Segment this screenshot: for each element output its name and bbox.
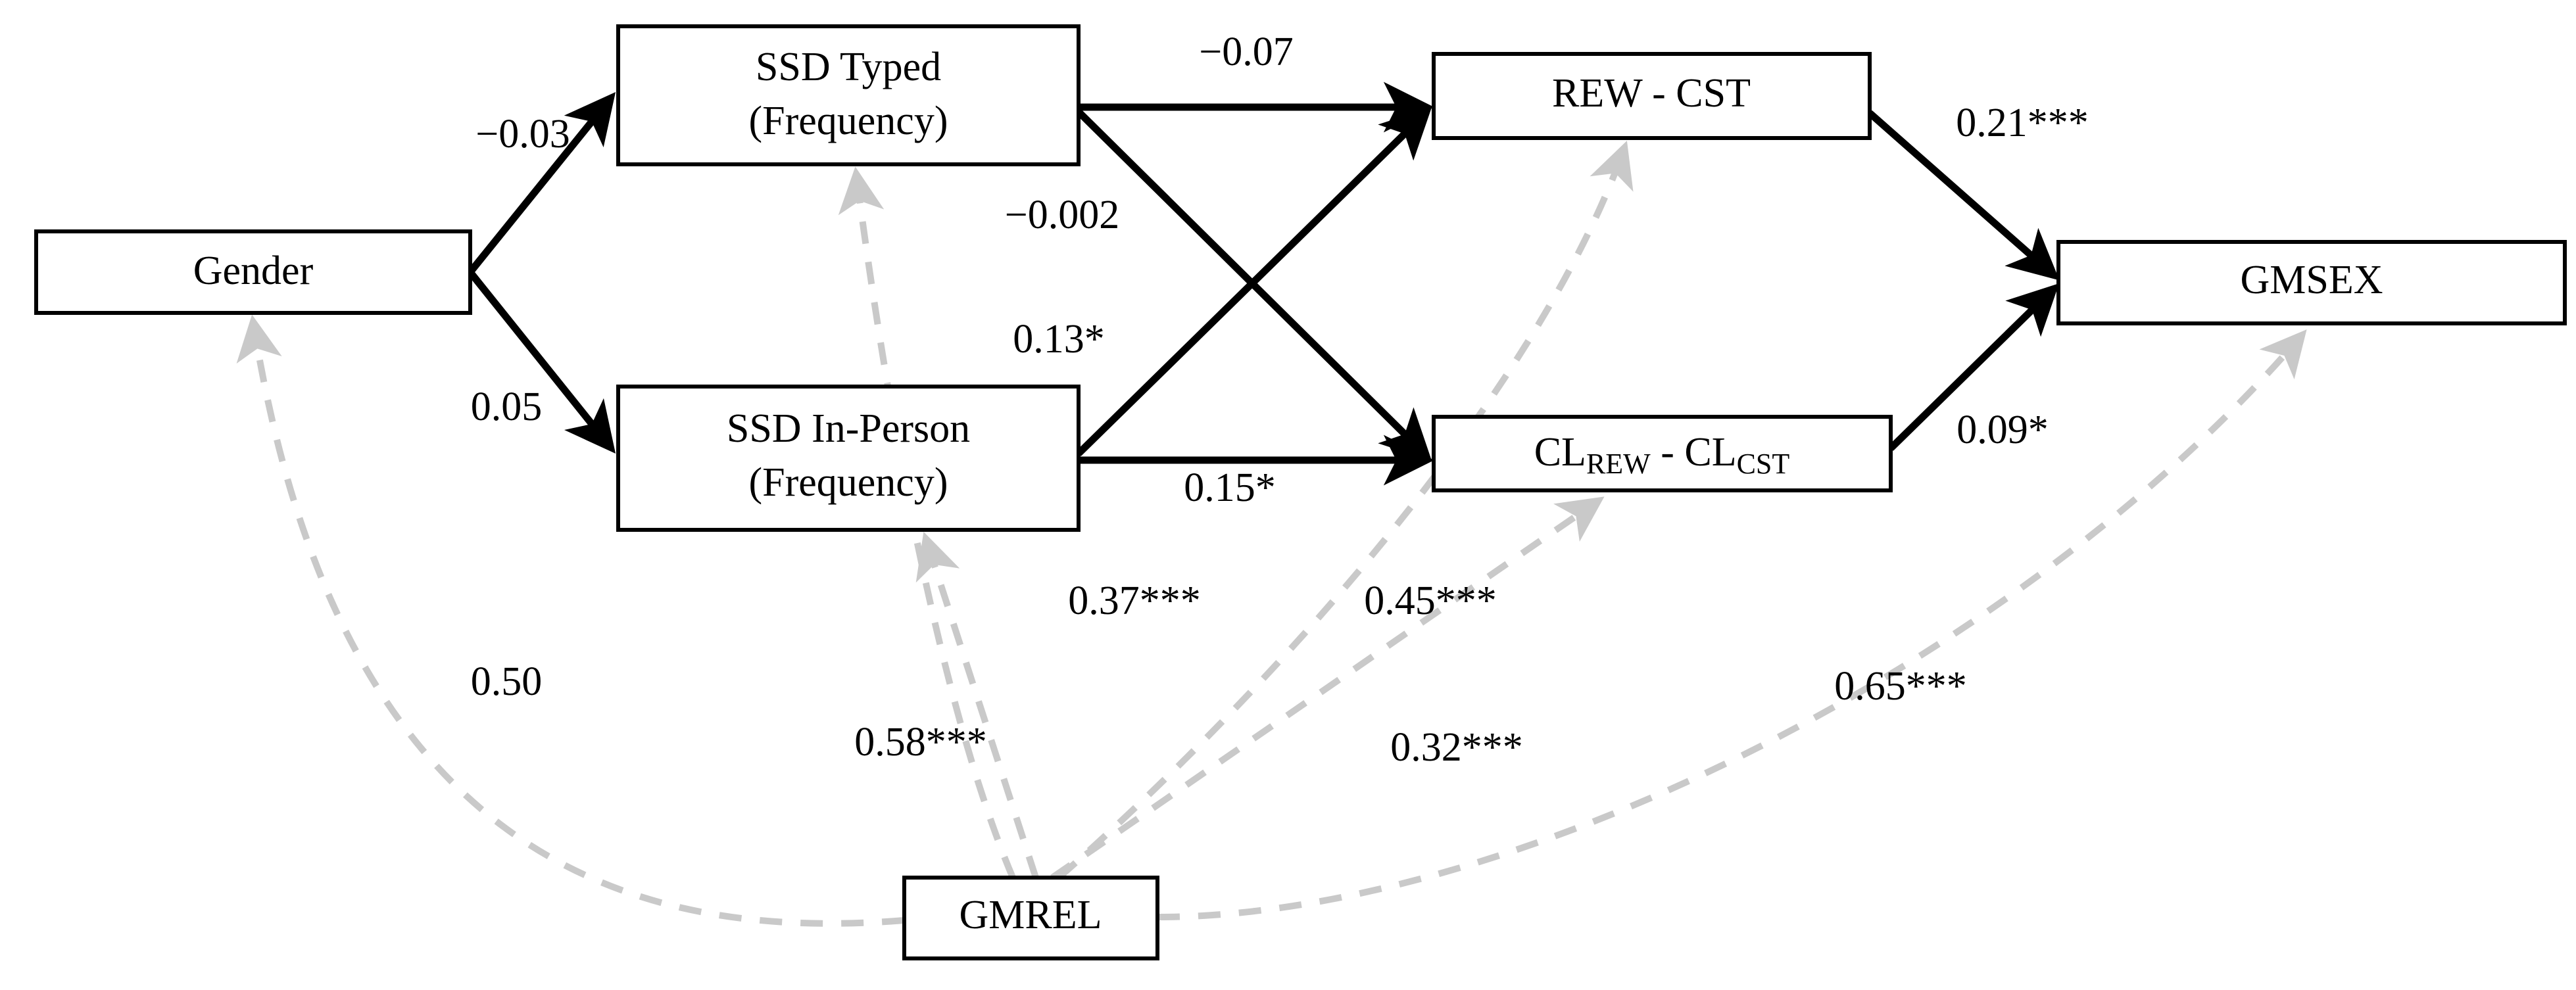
edge-labels-group: −0.03 0.05 −0.07 −0.002 0.13* 0.15* 0.21… [471, 30, 2089, 770]
node-cl-diff-label: CLREW - CLCST [1534, 430, 1790, 480]
solid-edges-group [467, 82, 2060, 486]
node-cl-diff-subscript-cst: CST [1737, 448, 1790, 480]
node-rew-cst-label: REW - CST [1552, 71, 1751, 116]
node-gmsex[interactable]: GMSEX [2056, 240, 2567, 325]
node-ssd-inperson[interactable]: SSD In-Person (Frequency) [616, 385, 1081, 532]
node-cl-diff-subscript-rew: REW [1586, 448, 1651, 480]
edge-label-ssd-typed-to-cl-diff: −0.002 [1005, 193, 1119, 237]
edge-gmrel-to-cl-diff [1050, 496, 1605, 881]
node-cl-diff-middle: - CL [1651, 430, 1737, 475]
node-ssd-inperson-label: SSD In-Person [727, 406, 970, 451]
edge-label-gmrel-to-cl-diff: 0.32*** [1390, 725, 1523, 770]
edge-label-ssd-inperson-to-cl-diff: 0.15* [1184, 465, 1276, 510]
edge-rew-cst-to-gmsex [1867, 110, 2060, 281]
edge-label-gmrel-to-ssd-inperson: 0.37*** [1068, 578, 1201, 623]
node-cl-diff-prefix: CL [1534, 430, 1586, 475]
edge-cl-diff-to-gmsex [1888, 283, 2060, 451]
edge-gmrel-to-ssd-typed [838, 166, 1016, 879]
node-rew-cst-box[interactable] [1432, 52, 1872, 140]
node-rew-cst[interactable]: REW - CST [1432, 52, 1872, 140]
node-gmrel-box[interactable] [902, 876, 1159, 960]
edge-label-gmrel-to-gmsex: 0.65*** [1834, 664, 1967, 709]
node-ssd-typed-label: SSD Typed [756, 45, 941, 89]
edge-label-gender-to-ssd-inperson: 0.05 [471, 385, 543, 429]
node-ssd-typed-box[interactable] [616, 24, 1081, 166]
node-gender[interactable]: Gender [34, 229, 472, 315]
edge-gmrel-to-gmsex [1157, 329, 2307, 920]
node-gender-box[interactable] [34, 229, 472, 315]
node-gender-label: Gender [193, 248, 314, 293]
edge-label-cl-diff-to-gmsex: 0.09* [1956, 408, 2049, 452]
node-gmrel[interactable]: GMREL [902, 876, 1159, 960]
edge-gmrel-to-ssd-inperson [915, 531, 1039, 879]
node-ssd-inperson-sublabel: (Frequency) [749, 460, 948, 505]
edge-label-gmrel-to-gender: 0.50 [471, 659, 543, 704]
edge-label-ssd-inperson-to-rew-cst: 0.13* [1013, 317, 1105, 362]
edge-label-gmrel-to-rew-cst: 0.45*** [1364, 578, 1497, 623]
nodes-group: Gender SSD Typed (Frequency) SSD In-Pers… [34, 24, 2567, 960]
dashed-edges-group [236, 141, 2307, 927]
edge-gender-to-ssd-inperson [467, 270, 616, 454]
edge-ssd-inperson-to-rew-cst [1076, 107, 1432, 456]
node-ssd-inperson-box[interactable] [616, 385, 1081, 532]
edge-label-rew-cst-to-gmsex: 0.21*** [1956, 101, 2089, 145]
edge-gender-to-ssd-typed [467, 92, 616, 275]
edge-label-gender-to-ssd-typed: −0.03 [475, 112, 570, 156]
node-cl-diff-box[interactable] [1432, 415, 1893, 492]
edge-label-gmrel-to-ssd-typed: 0.58*** [854, 720, 987, 765]
edge-label-ssd-typed-to-rew-cst: −0.07 [1199, 30, 1293, 74]
node-ssd-typed-sublabel: (Frequency) [749, 99, 948, 143]
node-gmsex-label: GMSEX [2240, 258, 2383, 302]
node-ssd-typed[interactable]: SSD Typed (Frequency) [616, 24, 1081, 166]
node-gmsex-box[interactable] [2056, 240, 2567, 325]
edge-gmrel-to-rew-cst [1056, 141, 1634, 880]
node-gmrel-label: GMREL [960, 893, 1102, 937]
node-cl-diff[interactable]: CLREW - CLCST [1432, 415, 1893, 492]
